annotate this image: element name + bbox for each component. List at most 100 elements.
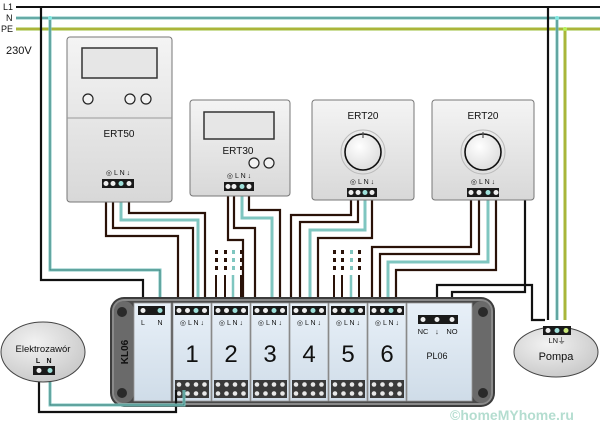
zone-terminal-labels: ◎ L N ↓	[180, 320, 204, 327]
zone-bottom-terminals	[214, 380, 248, 398]
zone-module-6: ◎ L N ↓6	[367, 302, 407, 402]
pl06-nc-label: NC	[418, 327, 429, 336]
terminal-screw	[293, 308, 299, 313]
terminal-screw	[341, 308, 346, 313]
terminal-screw	[319, 391, 324, 396]
terminal-labels: ◎ L N ↓	[471, 179, 495, 186]
terminal-screw	[302, 308, 307, 313]
zone-terminal-block	[175, 306, 209, 315]
zone-5-stubs	[333, 250, 361, 305]
terminal-screw	[224, 382, 229, 387]
pump-terminal-labels: LN⏚	[548, 336, 565, 345]
power-section	[133, 302, 172, 402]
pl06-earth-label: ↓	[435, 327, 439, 336]
zone-bottom-terminals	[253, 380, 287, 398]
terminal-screw	[371, 382, 377, 387]
terminal-screw	[271, 391, 277, 396]
valve-n-label: N	[46, 358, 51, 365]
zone-number: 2	[224, 341, 237, 368]
power-n-label: N	[157, 320, 162, 327]
terminal-screw	[185, 382, 190, 387]
terminal-screw	[332, 391, 338, 396]
terminal-screw	[241, 391, 246, 396]
terminal-screw	[215, 308, 221, 313]
terminal-screw	[263, 382, 268, 387]
zone-module-4: ◎ L N ↓4	[289, 302, 329, 402]
terminal-block	[224, 182, 254, 191]
terminal-screw	[397, 391, 402, 396]
button-icon	[140, 93, 152, 105]
terminal-screw	[176, 382, 182, 387]
terminal-screw	[202, 391, 207, 396]
terminal-screw	[302, 391, 307, 396]
zone-terminal-labels: ◎ L N ↓	[336, 320, 360, 327]
terminal-screw	[358, 382, 363, 387]
terminal-screw	[388, 382, 394, 387]
terminal-block	[347, 188, 377, 197]
zone-bottom-terminals	[331, 380, 365, 398]
terminal-screw	[310, 382, 316, 387]
thermostat-ert20-a: ERT20 ◎ L N ↓	[311, 99, 415, 201]
terminal-screw	[254, 308, 260, 313]
terminal-screw	[380, 308, 385, 313]
terminal-screw	[310, 308, 316, 313]
thermostat-ert20-b: ERT20 ◎ L N ↓	[431, 99, 535, 201]
thermostat-ert30: ERT30 ◎ L N ↓	[189, 99, 291, 197]
terminal-screw	[232, 382, 238, 387]
terminal-screw	[280, 391, 285, 396]
terminal-screw	[280, 308, 285, 313]
terminal-screw	[397, 382, 402, 387]
terminal-block	[102, 179, 134, 188]
terminal-screw	[280, 382, 285, 387]
zone-terminal-block	[214, 306, 248, 315]
zone-terminal-labels: ◎ L N ↓	[219, 320, 243, 327]
terminal-screw	[193, 382, 199, 387]
terminal-screw	[332, 382, 338, 387]
zone-2-stubs	[215, 250, 243, 305]
zone-number: 6	[380, 341, 393, 368]
thermostat-wires	[104, 190, 498, 305]
zone-terminal-labels: ◎ L N ↓	[258, 320, 282, 327]
pump: LN⏚ Pompa	[513, 326, 599, 378]
terminal-screw	[332, 308, 338, 313]
terminal-screw	[202, 308, 207, 313]
terminal-screw	[193, 391, 199, 396]
zone-terminal-block	[253, 306, 287, 315]
terminal-screw	[349, 391, 355, 396]
l1-label: L1	[3, 2, 13, 12]
zone-module-2: ◎ L N ↓ 2	[211, 302, 251, 402]
terminal-screw	[293, 382, 299, 387]
terminal-screw	[271, 382, 277, 387]
terminal-screw	[358, 391, 363, 396]
terminal-screw	[341, 391, 346, 396]
pump-label: Pompa	[539, 351, 575, 363]
terminal-screw	[358, 308, 363, 313]
terminal-screw	[293, 391, 299, 396]
terminal-screw	[215, 382, 221, 387]
dial-knob	[344, 133, 382, 171]
strip-name: KL06	[120, 339, 131, 364]
dial-knob	[464, 133, 502, 171]
terminal-screw	[349, 382, 355, 387]
terminal-labels: ◎ L N ↓	[350, 179, 374, 186]
terminal-screw	[193, 308, 199, 313]
terminal-screw	[319, 382, 324, 387]
terminal-screw	[271, 308, 277, 313]
zone-module-1: ◎ L N ↓1	[172, 302, 212, 402]
voltage-label: 230V	[6, 45, 32, 57]
terminal-screw	[254, 382, 260, 387]
zone-module-3: ◎ L N ↓3	[250, 302, 290, 402]
model-label: ERT30	[223, 146, 254, 157]
pe-label: PE	[1, 24, 13, 34]
terminal-screw	[224, 308, 229, 313]
terminal-screw	[388, 308, 394, 313]
terminal-screw	[241, 382, 246, 387]
terminal-screw	[371, 391, 377, 396]
valve-wires	[37, 372, 186, 414]
terminal-block	[467, 188, 499, 197]
pl06-name: PL06	[426, 351, 447, 361]
model-label: ERT50	[104, 129, 135, 140]
terminal-screw	[232, 391, 238, 396]
n-label: N	[6, 13, 13, 23]
